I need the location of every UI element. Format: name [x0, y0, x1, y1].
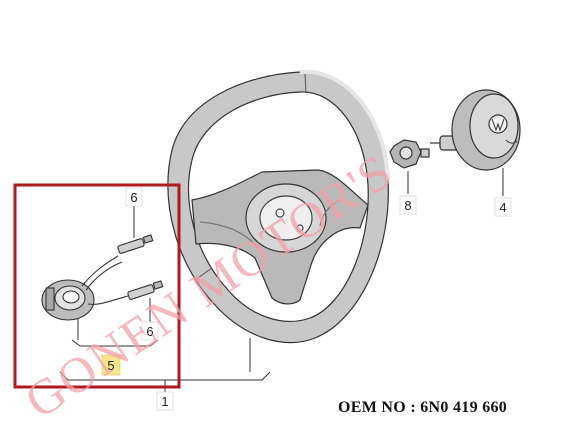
callout-4: 4 [499, 200, 506, 215]
oem-caption: OEM NO : 6N0 419 660 [338, 399, 508, 416]
steering-wheel [167, 69, 390, 344]
callout-6-lower: 6 [146, 324, 153, 339]
connector-lower [127, 280, 164, 300]
callout-box-8 [399, 195, 417, 215]
leader-lines [59, 168, 504, 392]
connector-upper [117, 234, 154, 254]
clock-spring-slip-ring [41, 255, 129, 321]
callout-highlight-5 [101, 354, 121, 376]
callout-8: 8 [404, 198, 411, 213]
callout-box-6-lower [141, 321, 159, 341]
callout-1: 1 [161, 394, 168, 409]
callout-box-6-upper [125, 187, 143, 207]
callout-box-4 [494, 197, 512, 217]
callout-labels: 6 6 5 8 4 1 [101, 187, 512, 411]
detail-frame [13, 183, 181, 389]
callout-6-upper: 6 [130, 190, 137, 205]
callout-box-1 [156, 391, 174, 411]
hub-nut [389, 139, 430, 169]
airbag-module [430, 89, 521, 171]
callout-5: 5 [107, 358, 114, 373]
